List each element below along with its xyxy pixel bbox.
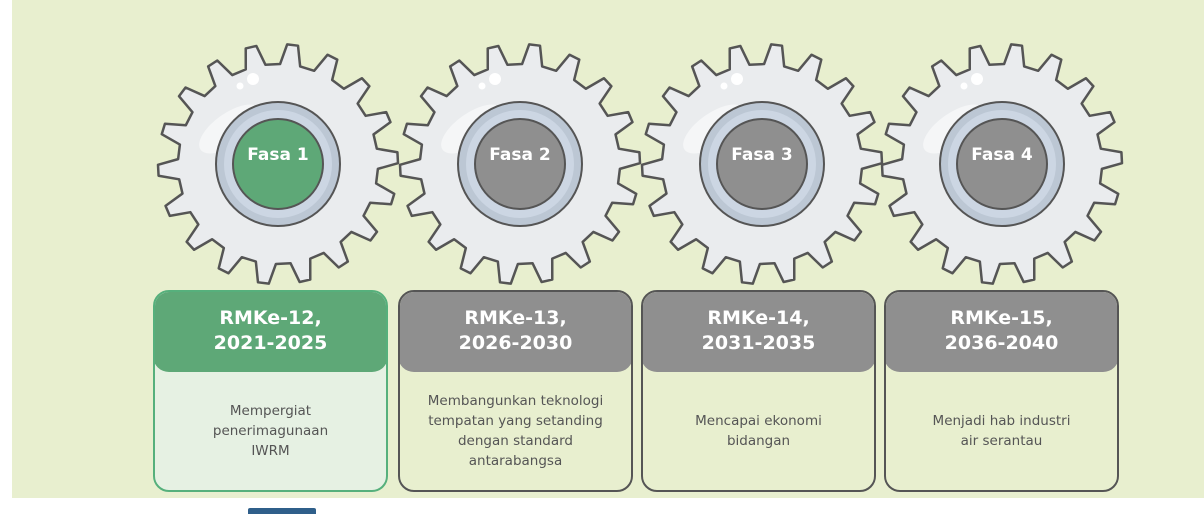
phase-4-description: Menjadi hab industri air serantau <box>886 372 1117 490</box>
phase-3-description-line: bidangan <box>726 433 791 449</box>
phase-2-description-line: antarabangsa <box>468 453 563 469</box>
phase-1-description-line: IWRM <box>251 443 290 459</box>
left-margin <box>0 0 12 514</box>
phase-3-plan: RMKe-14, <box>707 307 810 329</box>
phase-3-description-line: Mencapai ekonomi <box>695 413 822 429</box>
phase-1-card-header: RMKe-12, 2021-2025 <box>155 292 386 372</box>
phase-3-card-header: RMKe-14, 2031-2035 <box>643 292 874 372</box>
phase-2-label: Fasa 2 <box>489 145 551 165</box>
phase-1-description: Mempergiat penerimagunaan IWRM <box>155 372 386 490</box>
phase-3-card: RMKe-14, 2031-2035 Mencapai ekonomi bida… <box>641 290 876 492</box>
phase-1-description-line: Mempergiat <box>229 403 312 419</box>
phase-1-label: Fasa 1 <box>247 145 309 165</box>
phase-4-years: 2036-2040 <box>944 332 1059 354</box>
gear-icon-4 <box>880 43 1124 285</box>
phase-1-card: RMKe-12, 2021-2025 Mempergiat penerimagu… <box>153 290 388 492</box>
gear-icon-1 <box>156 43 400 285</box>
phase-1-plan: RMKe-12, <box>219 307 322 329</box>
bottom-margin <box>0 498 1204 514</box>
phase-2-description-line: tempatan yang setanding <box>428 413 603 429</box>
phase-1-description-line: penerimagunaan <box>212 423 329 439</box>
phase-4-card-header: RMKe-15, 2036-2040 <box>886 292 1117 372</box>
phase-2-description: Membangunkan teknologi tempatan yang set… <box>400 372 631 490</box>
phase-4-description-line: Menjadi hab industri <box>932 413 1071 429</box>
phase-1-years: 2021-2025 <box>213 332 328 354</box>
phase-3-label: Fasa 3 <box>731 145 793 165</box>
phase-4-card: RMKe-15, 2036-2040 Menjadi hab industri … <box>884 290 1119 492</box>
phase-4-description-line: air serantau <box>960 433 1043 449</box>
phase-2-card: RMKe-13, 2026-2030 Membangunkan teknolog… <box>398 290 633 492</box>
page-tab <box>248 508 316 514</box>
phase-3-description: Mencapai ekonomi bidangan <box>643 372 874 490</box>
phase-2-description-line: dengan standard <box>457 433 573 449</box>
phase-2-description-line: Membangunkan teknologi <box>427 393 604 409</box>
gear-icon-3 <box>640 43 884 285</box>
phase-2-card-header: RMKe-13, 2026-2030 <box>400 292 631 372</box>
phase-2-plan: RMKe-13, <box>464 307 567 329</box>
phase-4-plan: RMKe-15, <box>950 307 1053 329</box>
phase-2-years: 2026-2030 <box>458 332 573 354</box>
phase-4-label: Fasa 4 <box>971 145 1033 165</box>
phase-3-years: 2031-2035 <box>701 332 816 354</box>
gear-icon-2 <box>398 43 642 285</box>
